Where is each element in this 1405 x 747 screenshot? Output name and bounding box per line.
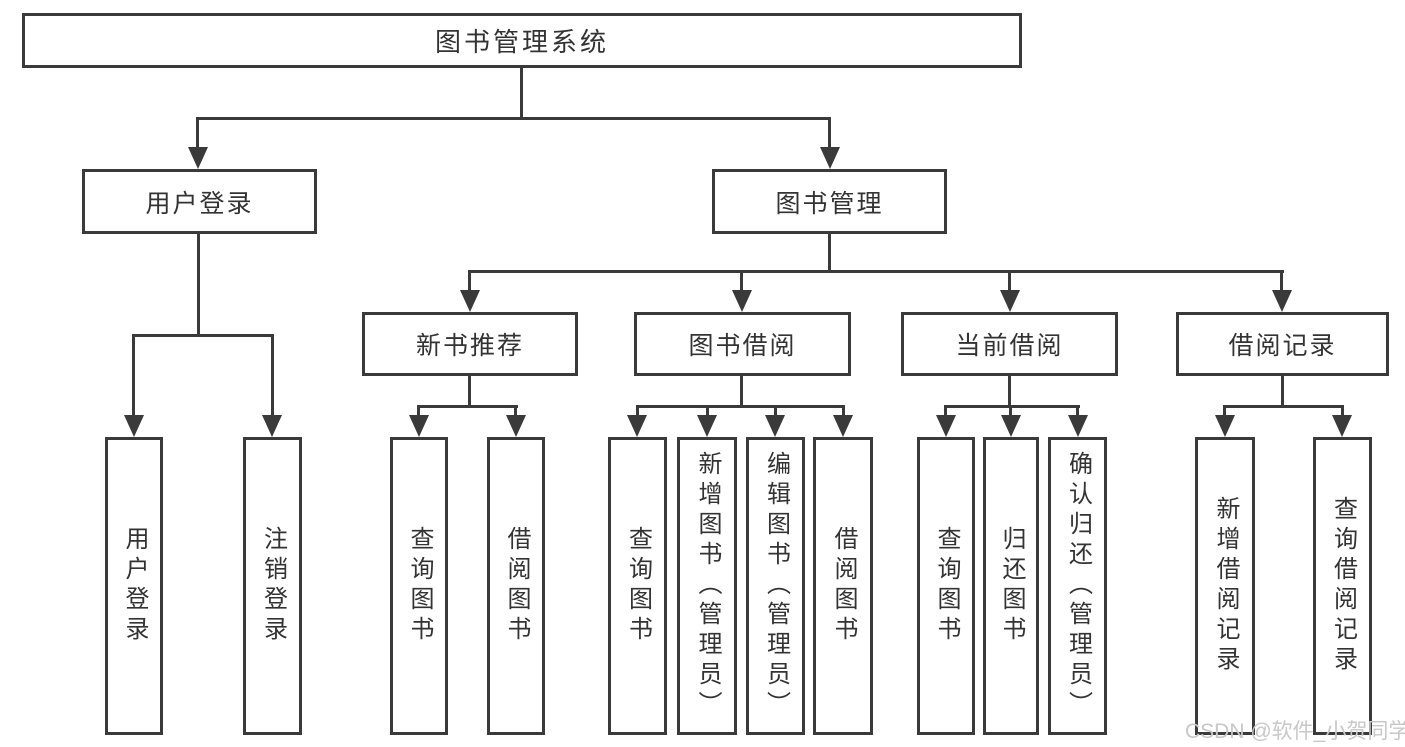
connector-current-hline: [944, 405, 1080, 408]
arrow-to-leaf-logout: [262, 415, 282, 437]
leaf-logout: 注销登录: [243, 437, 302, 735]
leaf-add-book-admin: 新增图书（管理员）: [677, 437, 737, 735]
connector-book-mgmt-hline: [468, 270, 1284, 273]
arrow-to-leaf-edit-book: [765, 415, 785, 437]
connector-record-hline: [1223, 405, 1344, 408]
connector-book-mgmt-stub: [828, 233, 831, 273]
connector-user-login-hline: [132, 334, 274, 337]
connector-rec-leaf1-shaft: [417, 405, 420, 417]
connector-bor-leaf2-shaft: [706, 405, 709, 417]
node-current-borrow-label: 当前借阅: [955, 332, 1064, 360]
leaf-borrow-book-recommend-label: 借阅图书: [503, 526, 530, 646]
arrow-to-leaf-return-book: [1001, 415, 1021, 437]
leaf-borrow-book-label: 借阅图书: [830, 526, 857, 646]
node-borrow-record-label: 借阅记录: [1228, 332, 1337, 360]
arrow-to-new-book-recommend: [460, 290, 480, 312]
node-new-book-recommend: 新书推荐: [362, 312, 578, 376]
leaf-query-book-recommend: 查询图书: [390, 437, 448, 735]
arrow-to-leaf-add-record: [1215, 415, 1235, 437]
leaf-query-borrow-record: 查询借阅记录: [1313, 437, 1372, 735]
connector-rec-leaf2-shaft: [514, 405, 517, 417]
node-book-management: 图书管理: [712, 169, 947, 234]
connector-recommend-stub: [468, 376, 471, 408]
arrow-to-leaf-query-book-1: [409, 415, 429, 437]
connector-borrow-hline: [636, 405, 845, 408]
connector-login-leaf1-shaft: [132, 334, 135, 417]
connector-login-leaf2-shaft: [271, 334, 274, 417]
node-new-book-recommend-label: 新书推荐: [415, 332, 524, 360]
leaf-borrow-book-recommend: 借阅图书: [487, 437, 545, 735]
arrow-to-leaf-user-login: [124, 415, 144, 437]
connector-current-shaft: [1008, 270, 1011, 292]
connector-root-hline: [196, 117, 831, 120]
leaf-user-login-label: 用户登录: [121, 526, 148, 646]
connector-root-left-shaft: [196, 117, 199, 150]
leaf-return-book: 归还图书: [983, 437, 1039, 735]
connector-cur-leaf1-shaft: [944, 405, 947, 417]
connector-root-stub: [520, 68, 523, 120]
connector-record-shaft: [1280, 270, 1283, 292]
arrow-to-book-borrow: [732, 290, 752, 312]
connector-recommend-hline: [417, 405, 518, 408]
connector-recd-leaf2-shaft: [1341, 405, 1344, 417]
node-book-borrow-label: 图书借阅: [688, 332, 797, 360]
leaf-confirm-return-admin: 确认归还（管理员）: [1048, 437, 1107, 735]
leaf-query-book-current: 查询图书: [917, 437, 975, 735]
arrow-to-leaf-query-book-2: [627, 415, 647, 437]
leaf-add-book-admin-label: 新增图书（管理员）: [694, 451, 721, 721]
connector-bor-leaf4-shaft: [842, 405, 845, 417]
node-book-borrow: 图书借阅: [634, 312, 851, 376]
leaf-return-book-label: 归还图书: [998, 526, 1025, 646]
arrow-to-leaf-add-book: [697, 415, 717, 437]
connector-borrow-stub: [740, 376, 743, 408]
node-root-label: 图书管理系统: [434, 27, 609, 57]
connector-cur-leaf3-shaft: [1076, 405, 1079, 417]
node-current-borrow: 当前借阅: [901, 312, 1118, 376]
node-book-management-label: 图书管理: [775, 189, 884, 218]
arrow-to-leaf-query-book-3: [936, 415, 956, 437]
arrow-to-current-borrow: [1000, 290, 1020, 312]
leaf-query-borrow-record-label: 查询借阅记录: [1329, 496, 1357, 676]
leaf-logout-label: 注销登录: [259, 526, 287, 646]
connector-recommend-shaft: [468, 270, 471, 292]
leaf-add-borrow-record: 新增借阅记录: [1195, 437, 1255, 735]
connector-record-stub: [1281, 376, 1284, 408]
leaf-query-book-borrow: 查询图书: [608, 437, 667, 735]
leaf-borrow-book: 借阅图书: [813, 437, 873, 735]
leaf-confirm-return-admin-label: 确认归还（管理员）: [1064, 451, 1092, 721]
connector-root-right-shaft: [828, 117, 831, 150]
csdn-watermark: CSDN @软件_小贺同学: [1185, 720, 1405, 743]
connector-recd-leaf1-shaft: [1223, 405, 1226, 417]
leaf-edit-book-admin: 编辑图书（管理员）: [746, 437, 805, 735]
connector-bor-leaf3-shaft: [774, 405, 777, 417]
arrow-to-leaf-borrow-book-1: [506, 415, 526, 437]
leaf-add-borrow-record-label: 新增借阅记录: [1212, 496, 1239, 676]
arrow-to-leaf-confirm-return: [1068, 415, 1088, 437]
connector-borrow-shaft: [740, 270, 743, 292]
connector-current-stub: [1008, 376, 1011, 408]
connector-cur-leaf2-shaft: [1009, 405, 1012, 417]
arrow-to-leaf-query-record: [1332, 415, 1352, 437]
arrow-to-user-login: [188, 147, 208, 169]
leaf-user-login: 用户登录: [105, 437, 163, 735]
connector-user-login-stub: [197, 234, 200, 337]
leaf-query-book-borrow-label: 查询图书: [624, 526, 652, 646]
node-root: 图书管理系统: [22, 13, 1022, 68]
node-user-login-label: 用户登录: [145, 189, 254, 218]
arrow-to-book-management: [820, 147, 840, 169]
arrow-to-borrow-record: [1272, 290, 1292, 312]
leaf-edit-book-admin-label: 编辑图书（管理员）: [762, 451, 790, 721]
leaf-query-book-current-label: 查询图书: [933, 526, 960, 646]
node-user-login: 用户登录: [82, 169, 317, 234]
leaf-query-book-recommend-label: 查询图书: [406, 526, 433, 646]
node-borrow-record: 借阅记录: [1176, 312, 1389, 376]
arrow-to-leaf-borrow-book-2: [833, 415, 853, 437]
connector-bor-leaf1-shaft: [636, 405, 639, 417]
